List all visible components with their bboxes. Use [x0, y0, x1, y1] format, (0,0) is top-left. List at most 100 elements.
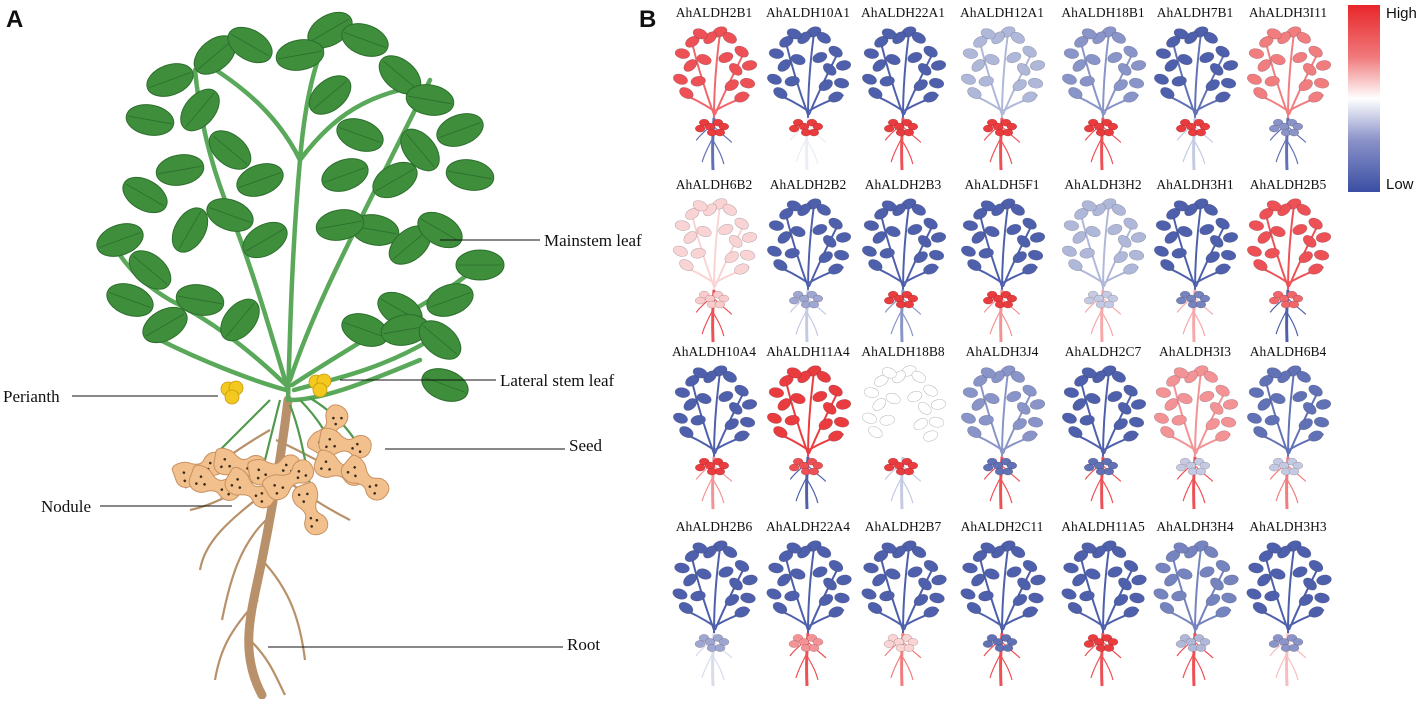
- mini-leaf: [812, 391, 828, 403]
- mini-leaf: [961, 412, 976, 424]
- leaflet: [341, 23, 389, 57]
- mini-seed: [1103, 644, 1115, 652]
- mini-leaf: [1027, 77, 1044, 89]
- mini-lateral-root: [1182, 137, 1195, 163]
- mini-lateral-root: [1000, 140, 1013, 165]
- mini-lateral-root: [713, 298, 733, 315]
- mini-leaf: [1313, 249, 1330, 261]
- mini-seed: [788, 640, 800, 648]
- mini-seed: [907, 294, 919, 303]
- mini-leaf: [734, 217, 749, 230]
- mini-leaf: [907, 391, 923, 403]
- mini-seed: [903, 300, 915, 309]
- mini-lateral-root: [795, 137, 808, 163]
- mini-leaf: [828, 430, 844, 442]
- mini-lateral-root: [890, 137, 903, 163]
- mini-leaf: [1111, 203, 1126, 216]
- mini-leaf: [1248, 48, 1265, 59]
- mini-plant-heatmap: [1246, 540, 1332, 687]
- mini-leaf: [777, 573, 791, 587]
- gene-cell-ahaldh10a1: AhALDH10A1: [760, 6, 856, 176]
- mini-plant-heatmap: [1153, 540, 1239, 687]
- mini-leaf: [1203, 203, 1218, 216]
- leaflet: [155, 154, 205, 186]
- leaflet: [372, 161, 418, 199]
- mini-leaf: [674, 387, 691, 398]
- mini-plant-heatmap: [1062, 26, 1147, 171]
- mini-lateral-root: [890, 652, 903, 679]
- leaflet: [315, 209, 365, 241]
- mini-leaf: [1006, 224, 1022, 236]
- mini-plant-heatmap: [673, 198, 758, 343]
- mini-leaf: [673, 412, 688, 424]
- mini-leaf: [828, 91, 844, 103]
- mini-lateral-root: [1102, 126, 1122, 143]
- mini-leaf: [734, 263, 750, 275]
- mini-leaf: [1308, 430, 1324, 442]
- gene-name-label: AhALDH2B5: [1249, 177, 1327, 192]
- gene-cell-ahaldh2b5: AhALDH2B5: [1240, 178, 1336, 348]
- mainstem-leaf-label: Mainstem leaf: [544, 231, 642, 250]
- mini-lateral-root: [1090, 652, 1103, 679]
- mini-seed: [883, 640, 895, 648]
- mini-leaf: [913, 79, 928, 92]
- mini-leaf: [1315, 399, 1332, 410]
- mini-leaf: [862, 412, 877, 424]
- gene-cell-ahaldh7b1: AhALDH7B1: [1147, 6, 1243, 176]
- mini-leaf: [961, 73, 976, 85]
- mini-lateral-root: [713, 126, 733, 143]
- mini-seed: [1103, 467, 1115, 476]
- mini-seed: [718, 638, 730, 646]
- mini-seed: [903, 644, 915, 652]
- lateral-root: [220, 519, 267, 621]
- mini-leaf: [728, 235, 743, 248]
- mini-leaf: [928, 416, 945, 428]
- mini-leaf: [1296, 203, 1311, 216]
- mini-leaf: [1203, 546, 1219, 558]
- panel-letter-b: B: [639, 6, 657, 33]
- mini-leaf: [931, 574, 947, 586]
- mini-leaf: [984, 225, 1000, 238]
- mini-lateral-root: [902, 641, 922, 659]
- mini-leaf: [1113, 594, 1129, 606]
- mini-lateral-root: [701, 309, 714, 335]
- mini-leaf: [1063, 220, 1080, 231]
- mini-lateral-root: [1182, 476, 1195, 502]
- mini-seed: [812, 122, 824, 131]
- gene-cell-ahaldh12a1: AhALDH12A1: [954, 6, 1050, 176]
- mini-seed: [903, 467, 915, 476]
- mini-leaf: [1111, 546, 1127, 558]
- mini-leaf: [1079, 247, 1095, 259]
- mini-leaf: [1006, 391, 1022, 403]
- gene-name-label: AhALDH3H2: [1064, 177, 1142, 192]
- mini-leaf: [1270, 225, 1286, 238]
- gene-cell-ahaldh6b2: AhALDH6B2: [666, 178, 762, 348]
- mini-leaf: [1085, 392, 1101, 405]
- mini-leaf: [1111, 31, 1126, 44]
- mini-leaf: [768, 562, 784, 574]
- mini-lateral-root: [807, 641, 827, 659]
- mini-lateral-root: [713, 465, 733, 482]
- mini-leaf: [784, 247, 800, 259]
- mini-leaf: [928, 77, 945, 89]
- mini-leaf: [816, 31, 831, 44]
- gene-cell-ahaldh2b1: AhALDH2B1: [666, 6, 762, 176]
- mini-leaf: [978, 590, 994, 602]
- mini-leaf: [1131, 574, 1147, 586]
- mini-lateral-root: [1193, 479, 1206, 504]
- mini-seed: [1006, 638, 1018, 646]
- mini-leaf: [1298, 251, 1313, 264]
- gene-name-label: AhALDH2B2: [769, 177, 847, 192]
- mini-leaf: [1209, 235, 1224, 248]
- mini-leaf: [929, 592, 945, 604]
- mini-lateral-root: [712, 312, 725, 337]
- mini-leaf: [1159, 602, 1175, 614]
- mini-lateral-root: [1194, 465, 1214, 482]
- mini-lateral-root: [1194, 126, 1214, 143]
- mini-leaf: [1264, 75, 1280, 87]
- mini-leaf: [1248, 387, 1265, 398]
- mini-seed: [714, 467, 726, 476]
- mini-leaf: [1155, 48, 1172, 59]
- mini-seed: [1175, 640, 1187, 648]
- mini-leaf: [1117, 402, 1132, 415]
